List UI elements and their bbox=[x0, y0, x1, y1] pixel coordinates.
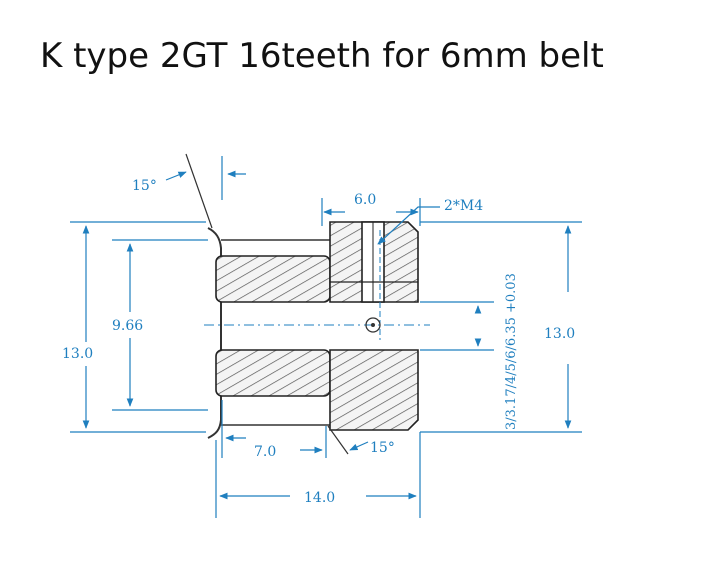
outer-diameter-right-label: 13.0 bbox=[544, 326, 575, 342]
belt-width-label: 7.0 bbox=[254, 444, 276, 460]
screw-label: 2*M4 bbox=[444, 198, 483, 214]
inner-diameter-label: 9.66 bbox=[112, 318, 143, 334]
angle-top-label: 15° bbox=[132, 178, 157, 194]
total-width-label: 14.0 bbox=[304, 490, 335, 506]
lower-belt-section bbox=[215, 349, 331, 397]
bore-diameter-label: 3/3.17/4/5/6/6.35 +0.03 bbox=[504, 273, 519, 430]
hub-width-label: 6.0 bbox=[354, 192, 376, 208]
upper-belt-section bbox=[215, 255, 331, 303]
outer-diameter-left-label: 13.0 bbox=[62, 346, 93, 362]
hub-lower bbox=[329, 349, 419, 431]
pulley-section bbox=[207, 221, 419, 439]
angle-bottom-label: 15° bbox=[370, 440, 395, 456]
set-screw-circle bbox=[365, 317, 381, 333]
page-title: K type 2GT 16teeth for 6mm belt bbox=[40, 36, 604, 76]
